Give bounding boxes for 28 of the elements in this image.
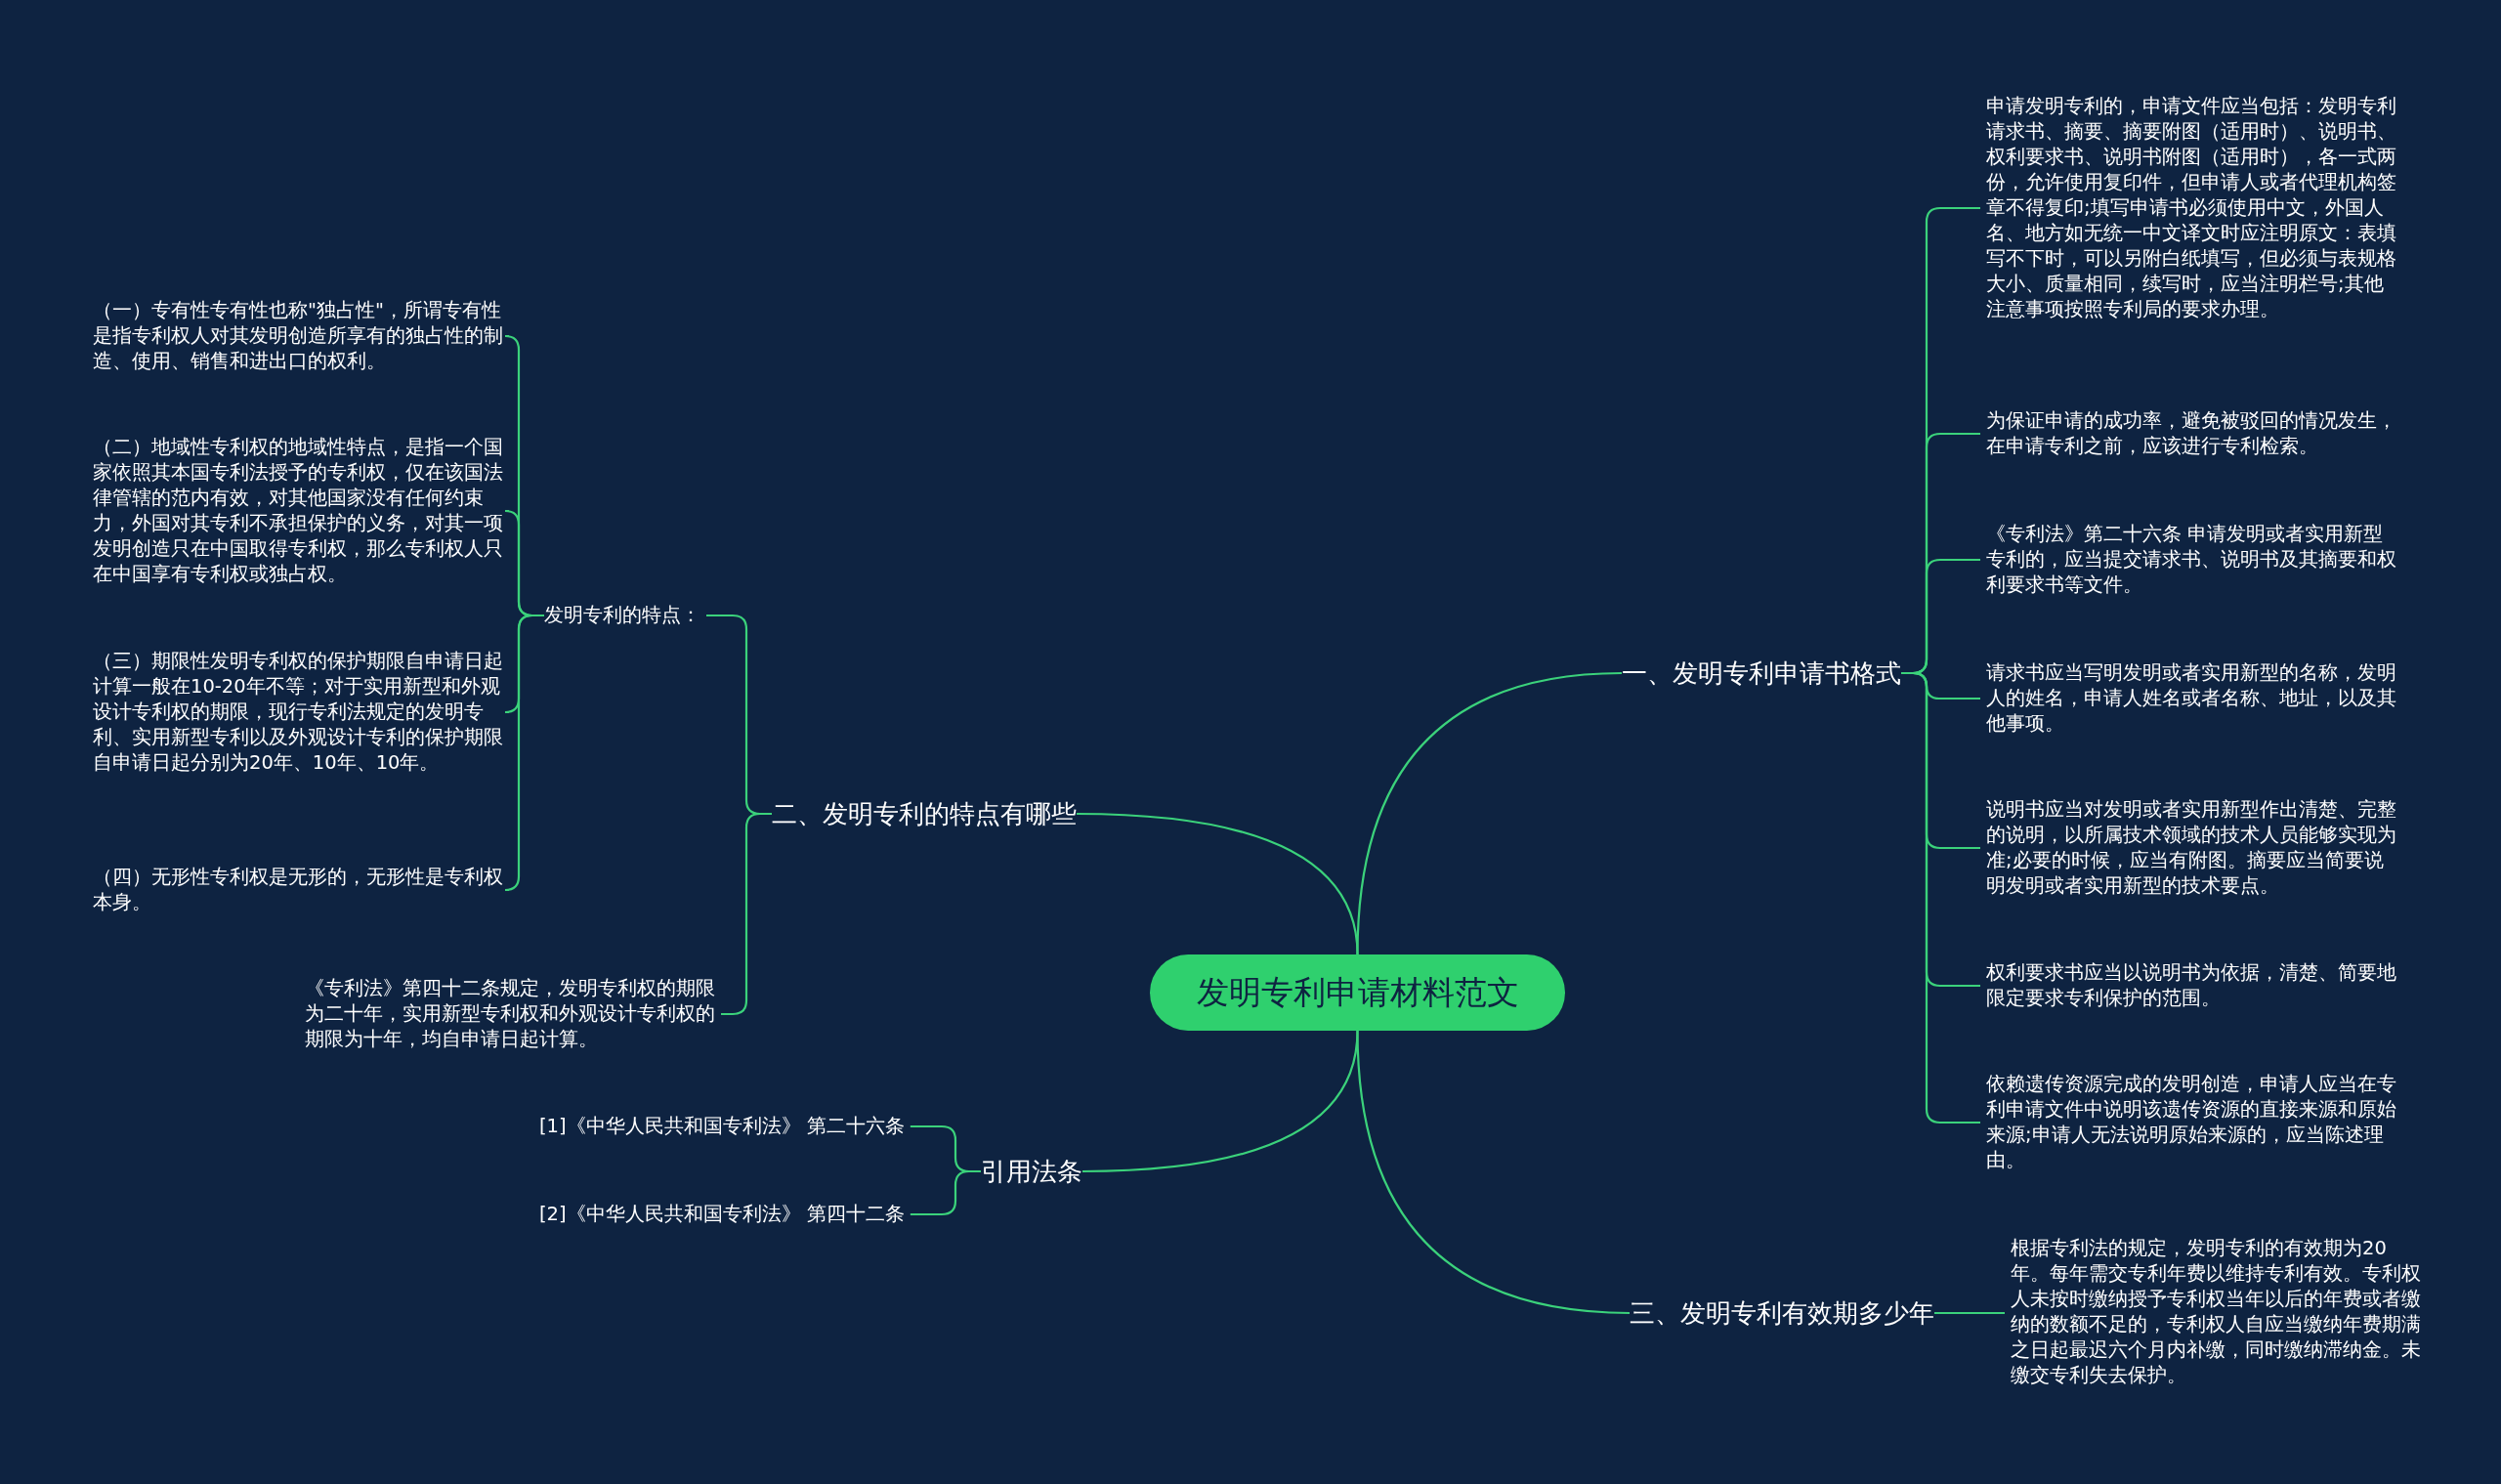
connector-line [1356, 1030, 1631, 1315]
note-text: （三）期限性发明专利权的保护期限自申请日起计算一般在10-20年不等；对于实用新型和外观设计专利权的期限，现行专利法规定的发明专利、实用新型专利以及外观设计专利的保护期限自申请日起分别为20年、10年、10年。 [93, 649, 503, 776]
note-text: 根据专利法的规定，发明专利的有效期为20年。每年需交专利年费以维持专利有效。专利权人未按时缴纳授予专利权当年以后的年费或者缴纳的数额不足的，专利权人自应当缴纳年费期满之日起最迟六个月内补缴，同时缴纳滞纳金。未缴交专利失去保护。 [2011, 1236, 2421, 1388]
connector-line [1076, 812, 1359, 955]
connector-line [910, 1169, 981, 1216]
connector-line [1934, 1311, 2005, 1315]
note-text: 《专利法》第四十二条规定，发明专利权的期限为二十年，实用新型专利权和外观设计专利权的期限为十年，均自申请日起计算。 [305, 976, 715, 1052]
note-text: （二）地域性专利权的地域性特点，是指一个国家依照其本国专利法授予的专利权，仅在该国法律管辖的范内有效，对其他国家没有任何约束力，外国对其专利不承担保护的义务，对其一项发明创造只在中国取得专利权，那么专利权人只在中国享有专利权或独占权。 [93, 435, 503, 587]
note-text: 申请发明专利的，申请文件应当包括：发明专利请求书、摘要、摘要附图（适用时）、说明书、权利要求书、说明书附图（适用时），各一式两份，允许使用复印件，但申请人或者代理机构签章不得复印;填写申请书必须使用中文，外国人名、地方如无统一中文译文时应注明原文：表填写不下时，可以另附白纸填写，但必须与表规格大小、质量相同，续写时，应当注明栏号;其他注意事项按照专利局的要求办理。 [1986, 94, 2396, 322]
note-text: （四）无形性专利权是无形的，无形性是专利权本身。 [93, 865, 503, 915]
note-text: 请求书应当写明发明或者实用新型的名称，发明人的姓名，申请人姓名或者名称、地址，以及其他事项。 [1986, 660, 2396, 737]
connector-line [503, 614, 544, 892]
subtopic-text: 发明专利的特点： [544, 603, 700, 628]
branch-topic: 引用法条 [981, 1154, 1082, 1189]
central-topic: 发明专利申请材料范文 [1150, 954, 1565, 1031]
note-text: 权利要求书应当以说明书为依据，清楚、简要地限定要求专利保护的范围。 [1986, 960, 2396, 1011]
branch-topic: 三、发明专利有效期多少年 [1630, 1295, 1934, 1331]
note-text: （一）专有性专有性也称"独占性"，所谓专有性是指专利权人对其发明创造所享有的独占性的制造、使用、销售和进出口的权利。 [93, 298, 503, 374]
branch-topic: 一、发明专利申请书格式 [1622, 656, 1901, 691]
note-text: 为保证申请的成功率，避免被驳回的情况发生，在申请专利之前，应该进行专利检索。 [1986, 408, 2396, 459]
subtopic-text: [2]《中华人民共和国专利法》 第四十二条 [539, 1202, 905, 1227]
branch-topic: 二、发明专利的特点有哪些 [772, 796, 1077, 831]
connector-line [1356, 671, 1623, 955]
note-text: 依赖遗传资源完成的发明创造，申请人应当在专利申请文件中说明该遗传资源的直接来源和原始来源;申请人无法说明原始来源的，应当陈述理由。 [1986, 1072, 2396, 1173]
connector-line [1901, 671, 1980, 1124]
note-text: 《专利法》第二十六条 申请发明或者实用新型专利的，应当提交请求书、说明书及其摘要和权利要求书等文件。 [1986, 522, 2396, 598]
note-text: 说明书应当对发明或者实用新型作出清楚、完整的说明，以所属技术领域的技术人员能够实现为准;必要的时候，应当有附图。摘要应当简要说明发明或者实用新型的技术要点。 [1986, 797, 2396, 899]
subtopic-text: [1]《中华人民共和国专利法》 第二十六条 [539, 1114, 905, 1139]
